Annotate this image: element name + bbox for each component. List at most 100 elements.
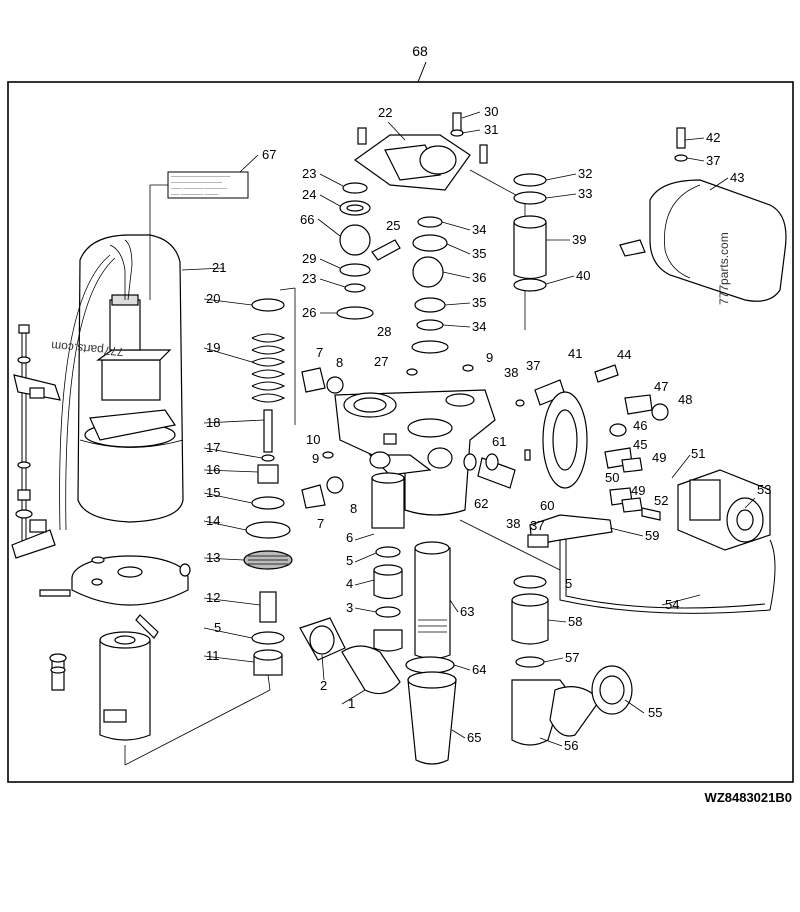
- callout-7a: 7: [316, 345, 323, 360]
- callout-65: 65: [467, 730, 481, 745]
- callout-33: 33: [578, 186, 592, 201]
- callout-23b: 23: [302, 271, 316, 286]
- callout-45: 45: [633, 437, 647, 452]
- valve-cartridge: [513, 173, 547, 292]
- top-housing: [353, 112, 488, 191]
- callout-8b: 8: [350, 501, 357, 516]
- callout-16: 16: [206, 462, 220, 477]
- callout-27: 27: [374, 354, 388, 369]
- callout-54: 54: [665, 597, 679, 612]
- lower-fittings: [299, 546, 403, 695]
- callout-5b: 5: [214, 620, 221, 635]
- watermark-rotated: 777parts.com: [51, 339, 125, 359]
- callout-38a: 38: [504, 365, 518, 380]
- cover-plate-and-tube: [39, 555, 271, 766]
- callout-10: 10: [306, 432, 320, 447]
- callout-61: 61: [492, 434, 506, 449]
- callout-25: 25: [386, 218, 400, 233]
- callout-39: 39: [572, 232, 586, 247]
- callout-37b: 37: [526, 358, 540, 373]
- callout-56: 56: [564, 738, 578, 753]
- callout-8a: 8: [336, 355, 343, 370]
- callout-66: 66: [300, 212, 314, 227]
- callout-64: 64: [472, 662, 486, 677]
- pump-housing-assembly: [59, 234, 184, 531]
- callout-43: 43: [730, 170, 744, 185]
- right-valve-parts: [411, 169, 526, 354]
- callout-62: 62: [474, 496, 488, 511]
- callout-67: 67: [262, 147, 276, 162]
- callout-5a: 5: [346, 553, 353, 568]
- plugs: [301, 364, 474, 509]
- callout-35b: 35: [472, 295, 486, 310]
- motor-cover: [619, 127, 787, 302]
- svg-text:─── ──────── ─────: ─── ──────── ─────: [170, 192, 219, 197]
- callout-5c: 5: [565, 576, 572, 591]
- callout-63: 63: [460, 604, 474, 619]
- drawing-code: WZ8483021B0: [705, 790, 792, 805]
- callout-3: 3: [346, 600, 353, 615]
- callout-35a: 35: [472, 246, 486, 261]
- callout-17: 17: [206, 440, 220, 455]
- callout-44: 44: [617, 347, 631, 362]
- callout-47: 47: [654, 379, 668, 394]
- callout-21: 21: [212, 260, 226, 275]
- callout-23a: 23: [302, 166, 316, 181]
- callout-14: 14: [206, 513, 220, 528]
- svg-text:──────────────────: ──────────────────: [170, 180, 222, 185]
- svg-text:──── ─────── ────────: ──── ─────── ────────: [170, 186, 227, 191]
- callout-13: 13: [206, 550, 220, 565]
- left-valve-parts: [336, 182, 401, 320]
- callout-53: 53: [757, 482, 771, 497]
- callout-51: 51: [691, 446, 705, 461]
- callout-46: 46: [633, 418, 647, 433]
- callout-38b: 38: [506, 516, 520, 531]
- callout-29: 29: [302, 251, 316, 266]
- callout-58: 58: [568, 614, 582, 629]
- callout-36: 36: [472, 270, 486, 285]
- callout-49b: 49: [631, 483, 645, 498]
- callout-9a: 9: [486, 350, 493, 365]
- callout-7b: 7: [317, 516, 324, 531]
- wire-connector: [527, 514, 613, 548]
- callout-28: 28: [377, 324, 391, 339]
- callout-15: 15: [206, 485, 220, 500]
- callout-26: 26: [302, 305, 316, 320]
- callout-4: 4: [346, 576, 353, 591]
- callout-52: 52: [654, 493, 668, 508]
- callout-2: 2: [320, 678, 327, 693]
- callout-31: 31: [484, 122, 498, 137]
- callout-55: 55: [648, 705, 662, 720]
- valve-block: [334, 389, 496, 529]
- callout-19: 19: [206, 340, 220, 355]
- spring-stack: [243, 287, 296, 691]
- callout-6: 6: [346, 530, 353, 545]
- callout-41: 41: [568, 346, 582, 361]
- side-fittings: [463, 453, 516, 489]
- svg-text:─────────────────────: ─────────────────────: [170, 174, 231, 179]
- callout-40: 40: [576, 268, 590, 283]
- callout-9b: 9: [312, 451, 319, 466]
- callout-49a: 49: [652, 450, 666, 465]
- callout-37a: 37: [706, 153, 720, 168]
- callout-32: 32: [578, 166, 592, 181]
- assembly-frame: [7, 81, 794, 783]
- callout-12: 12: [206, 590, 220, 605]
- callout-59: 59: [645, 528, 659, 543]
- callout-48: 48: [678, 392, 692, 407]
- watermark-vertical: 777parts.com: [717, 232, 731, 305]
- callout-57: 57: [565, 650, 579, 665]
- callout-34b: 34: [472, 319, 486, 334]
- callout-60: 60: [540, 498, 554, 513]
- callout-37c: 37: [530, 518, 544, 533]
- filter-assembly: [405, 541, 457, 765]
- callout-42: 42: [706, 130, 720, 145]
- leader-lines: [181, 111, 756, 747]
- outlet-fittings: [459, 519, 633, 746]
- callout-11: 11: [206, 648, 220, 663]
- warning-decal: ───────────────────── ──────────────────…: [149, 171, 249, 300]
- callout-20: 20: [206, 291, 220, 306]
- actuator-assembly: [515, 364, 776, 614]
- callout-22: 22: [378, 105, 392, 120]
